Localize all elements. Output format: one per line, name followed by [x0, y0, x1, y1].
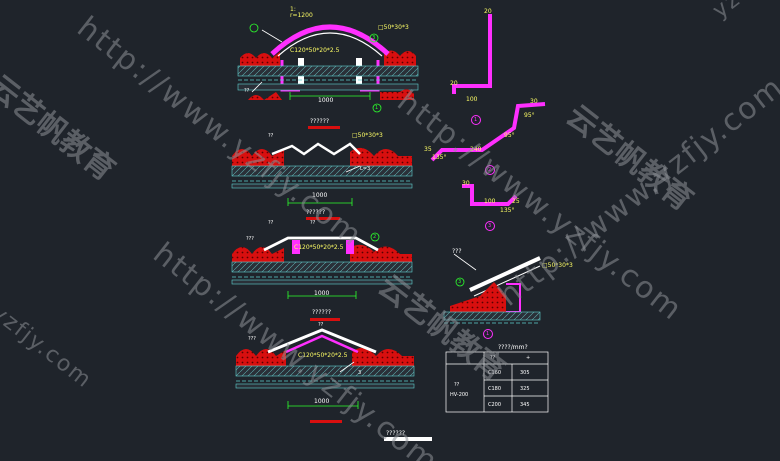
table-col-head-a: ??: [490, 355, 496, 361]
flashing-2: [430, 102, 546, 175]
dim-1000-2: 1000: [312, 192, 328, 199]
flash1-left-dim: 20: [450, 80, 458, 87]
flashing-3: [462, 184, 518, 231]
detail4-bottom-title: ??????: [386, 430, 406, 437]
table-cell: 325: [520, 386, 530, 392]
table-col-head-b: +: [526, 355, 531, 361]
table-left-label: ??: [454, 382, 460, 388]
detail3-top-label: ??: [310, 220, 316, 226]
flash3-c: 25: [512, 198, 520, 205]
right-detail-circle-num: 3: [458, 279, 462, 285]
flash2-e: 135°: [432, 154, 447, 161]
dim-1000-4: 1000: [314, 398, 330, 405]
flashing-1: [452, 14, 492, 125]
dim-1000-1: 1000: [318, 97, 334, 104]
steel-tube-label-1: □50*30*3: [378, 24, 409, 31]
flash3-d: 135°: [500, 207, 515, 214]
flash2-f: 35: [424, 146, 432, 153]
flash3-b: 100: [484, 198, 496, 205]
dim-1000-3: 1000: [314, 290, 330, 297]
flash2-a: 30: [530, 98, 538, 105]
table-cell: C180: [488, 386, 502, 392]
circle-num-d3: 2: [373, 234, 377, 240]
table-left-model: HV-200: [450, 392, 469, 398]
flash2-num: 2: [488, 167, 492, 173]
side-label-d3: ??: [268, 220, 274, 226]
flash3-num: 3: [488, 223, 492, 229]
detail-sloped-skylight: [443, 253, 541, 339]
side-label-d2: ??: [268, 133, 274, 139]
flash3-a: 30: [462, 180, 470, 187]
table-cell: 345: [520, 402, 530, 408]
detail4-top-label: ??: [318, 322, 324, 328]
flash1-bottom-dim: 100: [466, 96, 478, 103]
flash2-d: 240: [470, 146, 482, 153]
flash2-c: 95°: [504, 132, 515, 139]
detail-ridge-pitched: [235, 318, 432, 441]
steel-tube-label-2: □50*30*3: [352, 132, 383, 139]
right-detail-num: 1: [486, 331, 490, 337]
detail3-title: ??????: [306, 209, 326, 216]
circle-num-d1b: 1: [375, 105, 379, 111]
right-detail-top-label: ???: [452, 248, 462, 255]
ratio-label: 1:: [290, 6, 296, 13]
table-cell: C200: [488, 402, 502, 408]
note-d4: 3: [358, 370, 362, 376]
arc-radius-label: r=1200: [290, 12, 313, 19]
detail3-left-label: ???: [246, 236, 254, 242]
table-cell: C160: [488, 370, 502, 376]
purlin-label-1: C120*50*20*2.5: [290, 47, 340, 54]
detail2-title: ??????: [310, 118, 330, 125]
right-detail-steel-label: □50*30*3: [542, 262, 573, 269]
side-label-d1: ??: [244, 88, 250, 94]
detail-arch: [237, 23, 419, 113]
note-d2: L=3: [360, 166, 371, 172]
table-cell: 305: [520, 370, 530, 376]
flash1-top-dim: 20: [484, 8, 492, 15]
detail4-left-label: ???: [248, 336, 256, 342]
table-header: ????/mm?: [498, 344, 528, 351]
circle-num-d1a: 3: [372, 35, 376, 41]
detail-ridge-corrugated: [231, 126, 413, 206]
flash1-num: 1: [474, 117, 478, 123]
detail4-title: ??????: [312, 309, 332, 316]
purlin-label-3: C120*50*20*2.5: [294, 244, 344, 251]
flash2-b: 95°: [524, 112, 535, 119]
purlin-label-4: C120*50*20*2.5: [298, 352, 348, 359]
detail-ridge-flat: [231, 217, 413, 299]
spec-table: [445, 351, 549, 413]
